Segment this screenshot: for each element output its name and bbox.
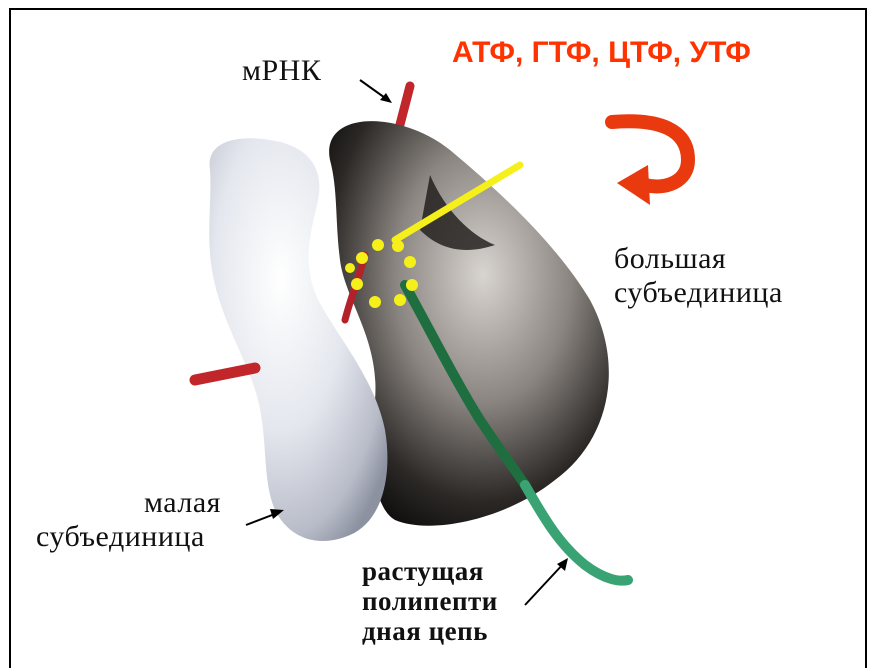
small-subunit-label-line1: малая [136,486,221,520]
nucleotides-heading: АТФ, ГТФ, ЦТФ, УТФ [452,36,751,70]
small-subunit-label-line2: субъединица [36,520,221,554]
mrna-label: мРНК [242,54,321,88]
peptide-chain-outer [525,485,628,581]
peptide-pointer-arrow [525,558,568,605]
large-subunit-label-line2: субъединица [614,276,783,310]
peptide-chain-label-line1: растущая [362,556,498,586]
peptide-chain-label: растущая полипепти дная цепь [362,556,498,647]
rotation-arrow-icon [612,121,688,205]
large-subunit-label-line1: большая [614,242,783,276]
small-subunit-label: малая субъединица [136,486,221,553]
small-subunit-pointer-arrow [246,509,284,525]
mrna-pointer-arrow [360,80,392,103]
mrna-strand-left [195,368,255,380]
peptide-chain-label-line3: дная цепь [362,616,498,646]
large-subunit-label: большая субъединица [614,242,783,309]
peptide-chain-label-line2: полипепти [362,586,498,616]
